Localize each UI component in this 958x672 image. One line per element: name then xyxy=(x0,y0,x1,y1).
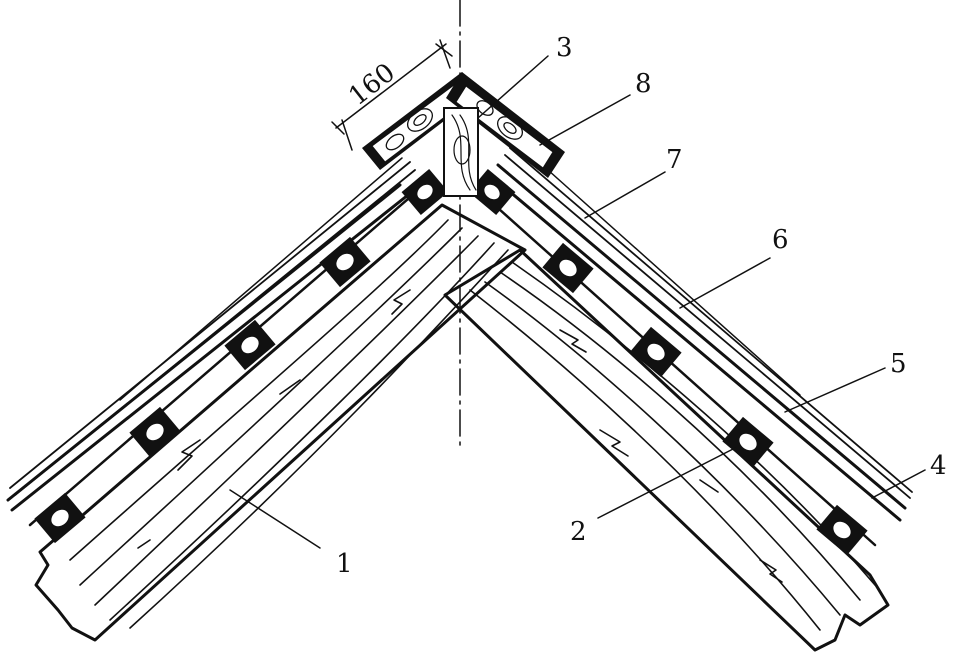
dimension-label: 160 xyxy=(343,58,401,112)
right-rafter xyxy=(443,248,890,652)
right-laths xyxy=(468,168,868,556)
callout-8: 8 xyxy=(635,69,652,99)
lath xyxy=(630,326,682,378)
callout-1: 1 xyxy=(336,549,353,579)
left-roof-layers xyxy=(6,157,432,527)
ridge-block xyxy=(443,107,479,197)
callout-6: 6 xyxy=(772,225,789,255)
lath xyxy=(401,168,449,216)
callout-3: 3 xyxy=(556,33,573,63)
lath xyxy=(542,242,594,294)
left-rafter xyxy=(34,203,527,642)
dimension-160 xyxy=(331,39,453,151)
lath xyxy=(34,492,86,544)
lath xyxy=(224,319,276,371)
callout-7: 7 xyxy=(666,145,683,175)
right-roof-layers xyxy=(478,144,913,547)
lath xyxy=(129,406,181,458)
lath xyxy=(319,236,371,288)
callout-4: 4 xyxy=(930,451,947,481)
ridge-board-right xyxy=(446,72,565,178)
callout-leaders xyxy=(229,55,926,549)
callout-5: 5 xyxy=(890,349,907,379)
lath xyxy=(722,416,774,468)
lath xyxy=(468,168,516,216)
left-laths xyxy=(34,168,449,544)
callout-2: 2 xyxy=(570,517,587,547)
lath xyxy=(816,504,868,556)
